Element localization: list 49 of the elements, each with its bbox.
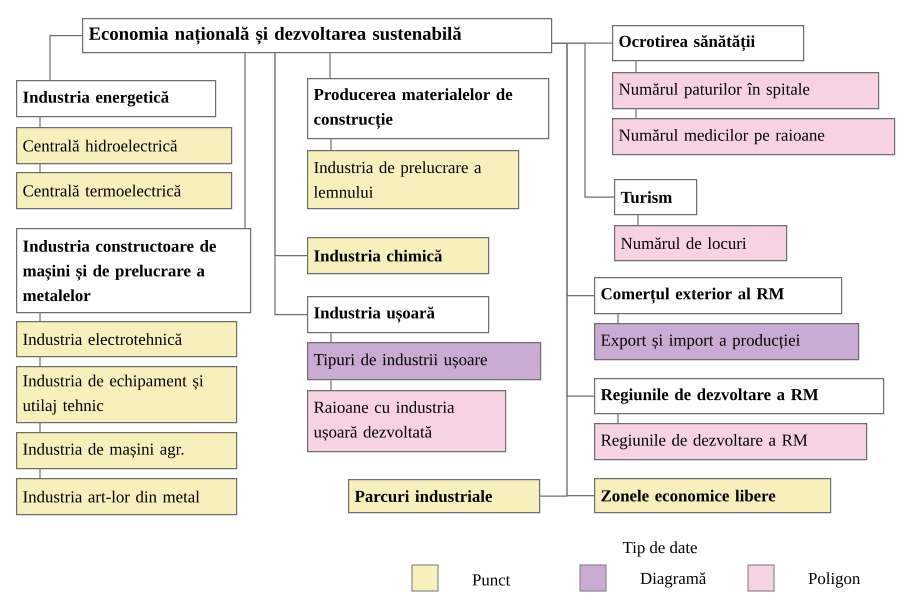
data-box: Industria de prelucrare a lemnului: [307, 150, 520, 210]
data-box: Numărul paturilor în spitale: [612, 72, 880, 110]
topic-box: Ocrotirea sănătății: [612, 25, 804, 62]
connector-line: [330, 139, 332, 150]
legend-label: Punct: [472, 574, 510, 586]
connector-line: [635, 109, 637, 118]
connector-line: [617, 414, 619, 423]
topic-box: Comerțul exterior al RM: [594, 277, 842, 314]
topic-box: Industria constructoare de mașini și de prelucrare a metalelor: [16, 228, 252, 314]
data-box: Export și import a producției: [594, 323, 860, 360]
data-box: Numărul medicilor pe raioane: [612, 118, 896, 156]
topic-box: Zonele economice libere: [594, 478, 832, 514]
legend-label: Poligon: [808, 572, 860, 588]
legend-label: Diagramă: [640, 572, 706, 588]
data-box: Centrală hidroelectrică: [16, 127, 232, 164]
topic-box: Parcuri industriale: [348, 478, 540, 514]
connector-line: [552, 42, 594, 496]
connector-line: [39, 423, 41, 432]
connector-line: [39, 313, 41, 321]
connector-line: [635, 61, 637, 72]
topic-box: Industria energetică: [16, 80, 216, 118]
legend-title: Tip de date: [622, 541, 697, 557]
connector-line: [617, 314, 619, 323]
topic-box: Regiunile de dezvoltare a RM: [594, 378, 884, 414]
connector-line: [274, 53, 307, 316]
data-box: Industria art-lor din metal: [16, 478, 238, 516]
connector-line: [39, 357, 41, 366]
data-box: Numărul de locuri: [614, 225, 788, 262]
connector-line: [39, 164, 41, 172]
connector-line: [39, 469, 41, 478]
connector-line: [330, 380, 332, 390]
topic-box: Producerea materialelor de construcție: [307, 78, 550, 140]
topic-box: Turism: [614, 179, 698, 216]
data-box: Industria de echipament și utilaj tehnic: [16, 366, 238, 424]
connector-line: [637, 215, 639, 225]
connector-line: [330, 333, 332, 342]
connector-line: [244, 53, 246, 228]
data-box: Raioane cu industria ușoară dezvoltată: [307, 390, 506, 452]
connector-line: [329, 53, 331, 78]
data-box: Regiunile de dezvoltare a RM: [594, 422, 868, 460]
connector-line: [39, 117, 41, 127]
data-box: Centrală termoelectrică: [16, 172, 232, 210]
topic-box: Industria chimică: [307, 237, 490, 274]
connector-line: [49, 35, 82, 80]
topic-box: Industria ușoară: [307, 296, 490, 334]
data-box: Industria de mașini agr.: [16, 432, 238, 470]
topic-box: Economia națională și dezvoltarea sustenabilă: [82, 18, 552, 54]
data-box: Tipuri de industrii ușoare: [307, 342, 542, 380]
data-box: Industria electrotehnică: [16, 320, 238, 358]
